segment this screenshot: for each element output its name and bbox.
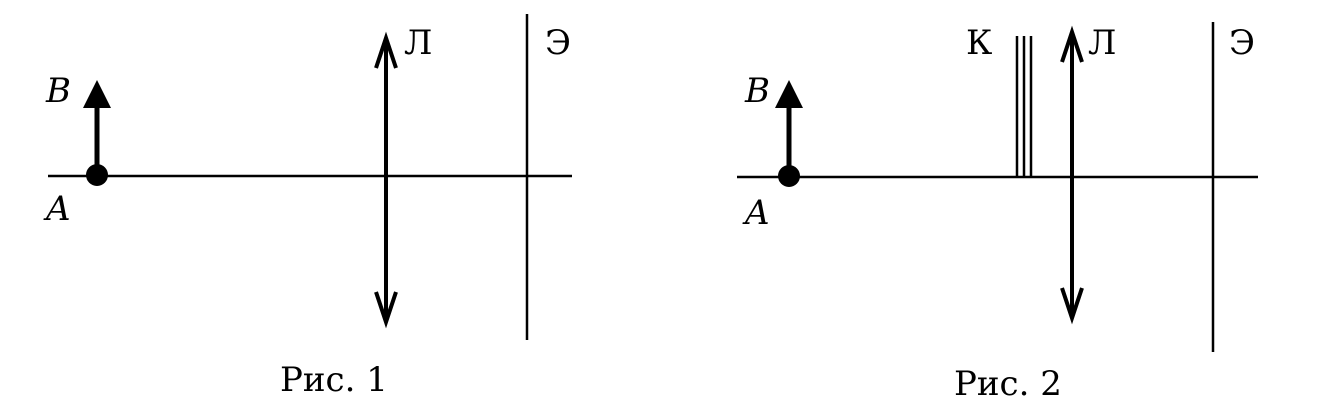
point-a-dot-2 [778, 165, 800, 187]
lens-2 [1060, 25, 1084, 325]
label-a-1: A [43, 189, 71, 229]
label-lens-1: Л [404, 23, 432, 63]
lens-1 [374, 31, 398, 329]
label-lens-2: Л [1088, 23, 1116, 63]
label-plate-k: К [966, 23, 992, 63]
plate-k [1015, 36, 1033, 176]
figure-1: B A Л Э Рис. 1 [43, 14, 572, 400]
figure-2: B A К Л Э Рис. 2 [737, 22, 1258, 404]
object-arrowhead-1 [83, 80, 111, 108]
object-arrow-2 [775, 80, 803, 187]
label-b-2: B [744, 71, 770, 111]
point-a-dot-1 [86, 164, 108, 186]
object-arrow-1 [83, 80, 111, 186]
object-arrowhead-2 [775, 80, 803, 108]
label-b-1: B [45, 71, 71, 111]
label-screen-1: Э [545, 23, 571, 63]
caption-2: Рис. 2 [954, 364, 1062, 404]
label-a-2: A [742, 193, 770, 233]
caption-1: Рис. 1 [280, 360, 388, 400]
label-screen-2: Э [1229, 23, 1255, 63]
